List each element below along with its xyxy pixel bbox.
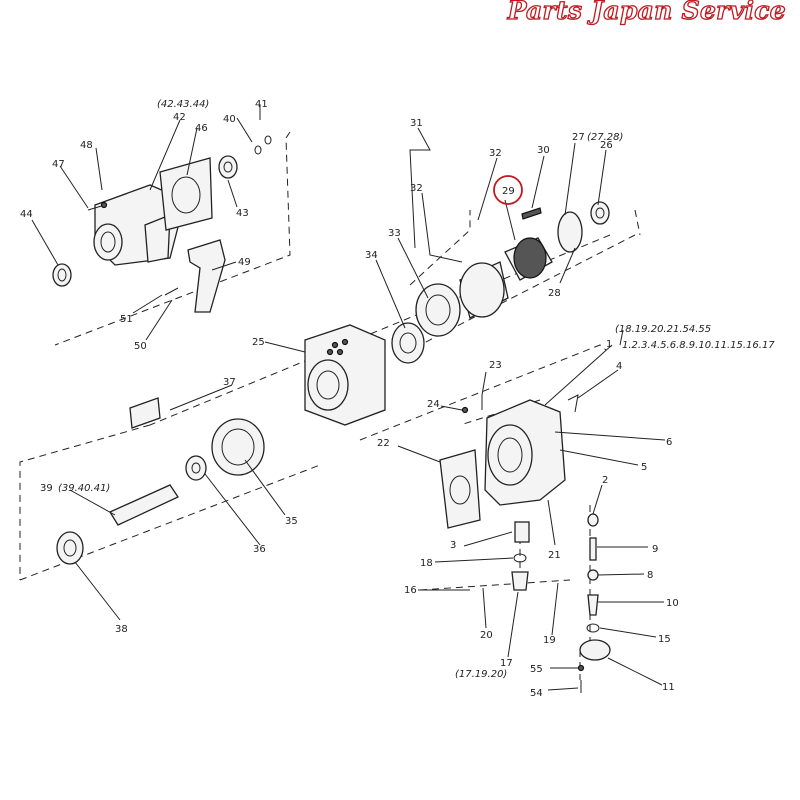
- label-27-group: (27.28): [587, 132, 623, 143]
- part-44-seal: [52, 263, 72, 287]
- label-47: 47: [52, 159, 65, 170]
- leader-lines: [31, 105, 666, 691]
- label-32a: 32: [489, 148, 502, 159]
- label-26: 26: [600, 140, 613, 151]
- label-55: 55: [530, 664, 543, 675]
- label-32b: 32: [410, 183, 423, 194]
- label-49: 49: [238, 257, 251, 268]
- label-11: 11: [662, 682, 675, 693]
- part-42-housing-cap: [93, 184, 186, 266]
- label-31: 31: [410, 118, 423, 129]
- label-51: 51: [120, 314, 133, 325]
- label-39: 39: [40, 483, 53, 494]
- label-8: 8: [647, 570, 653, 581]
- label-1-group-b: 1.2.3.4.5.6.8.9.10.11.15.16.17: [622, 340, 775, 351]
- part-17-regulator: [511, 571, 529, 591]
- part-40-41-small-rings: [254, 135, 272, 155]
- label-38: 38: [115, 624, 128, 635]
- label-17: 17: [500, 658, 513, 669]
- part-46-gasket: [159, 157, 213, 231]
- label-48: 48: [80, 140, 93, 151]
- part-18-ring: [513, 553, 527, 563]
- part-25-hammer-case: [304, 324, 386, 426]
- label-10: 10: [666, 598, 679, 609]
- label-2: 2: [602, 475, 608, 486]
- part-34-bearing: [391, 322, 425, 364]
- label-30: 30: [537, 145, 550, 156]
- label-24: 24: [427, 399, 440, 410]
- label-21: 21: [548, 550, 561, 561]
- part-27-end-plate: [557, 211, 583, 253]
- label-39-group: (39.40.41): [58, 483, 110, 494]
- part-35-hammer: [211, 418, 265, 476]
- label-23: 23: [489, 360, 502, 371]
- label-35: 35: [285, 516, 298, 527]
- label-22: 22: [377, 438, 390, 449]
- part-37-key: [129, 397, 161, 429]
- part-43-bushing: [218, 155, 238, 179]
- label-5: 5: [641, 462, 647, 473]
- part-4-clip: [567, 394, 579, 413]
- label-29: 29: [502, 186, 515, 197]
- part-49-handle: [187, 239, 226, 313]
- label-3: 3: [450, 540, 456, 551]
- part-31-33-cylinder: [415, 261, 509, 337]
- label-50: 50: [134, 341, 147, 352]
- part-30-blade: [521, 207, 542, 220]
- label-44: 44: [20, 209, 33, 220]
- label-54: 54: [530, 688, 543, 699]
- label-46: 46: [195, 123, 208, 134]
- highlight-circle: [493, 175, 523, 205]
- part-2-9-10-valve-stack: [586, 513, 600, 633]
- label-42: 42: [173, 112, 186, 123]
- part-3-valve: [514, 521, 530, 543]
- part-26-bearing: [590, 201, 610, 225]
- assembly-dashed-lines: [19, 131, 641, 680]
- label-9: 9: [652, 544, 658, 555]
- part-38-seal: [56, 531, 84, 565]
- label-16: 16: [404, 585, 417, 596]
- part-labels: (42.43.44) 41 42 40 46 48 47 43 44 49 51…: [20, 99, 775, 699]
- label-37: 37: [223, 377, 236, 388]
- label-25: 25: [252, 337, 265, 348]
- label-33: 33: [388, 228, 401, 239]
- part-1-main-housing: [484, 399, 566, 506]
- label-19: 19: [543, 635, 556, 646]
- label-17-group: (17.19.20): [455, 669, 507, 680]
- label-28: 28: [548, 288, 561, 299]
- label-36: 36: [253, 544, 266, 555]
- label-1-group-a: (18.19.20.21.54.55: [615, 324, 711, 335]
- part-11-cover: [579, 639, 611, 661]
- part-39-anvil: [109, 484, 179, 526]
- brand-watermark: Parts Japan Service: [507, 0, 786, 26]
- part-29-rotor: [504, 237, 553, 281]
- part-36-washer: [185, 455, 207, 481]
- part-23-24-screw: [461, 395, 483, 414]
- part-22-gasket: [439, 449, 481, 529]
- part-50-51-pin: [164, 287, 179, 296]
- part-54-55-screw: [577, 664, 585, 693]
- label-6: 6: [666, 437, 672, 448]
- label-20: 20: [480, 630, 493, 641]
- label-41: 41: [255, 99, 268, 110]
- label-40: 40: [223, 114, 236, 125]
- label-15: 15: [658, 634, 671, 645]
- label-18: 18: [420, 558, 433, 569]
- label-27: 27: [572, 132, 585, 143]
- part-47-48-screw: [87, 201, 108, 211]
- label-43: 43: [236, 208, 249, 219]
- label-4: 4: [616, 361, 622, 372]
- label-1: 1: [606, 339, 612, 350]
- label-42-group: (42.43.44): [157, 99, 209, 110]
- label-34: 34: [365, 250, 378, 261]
